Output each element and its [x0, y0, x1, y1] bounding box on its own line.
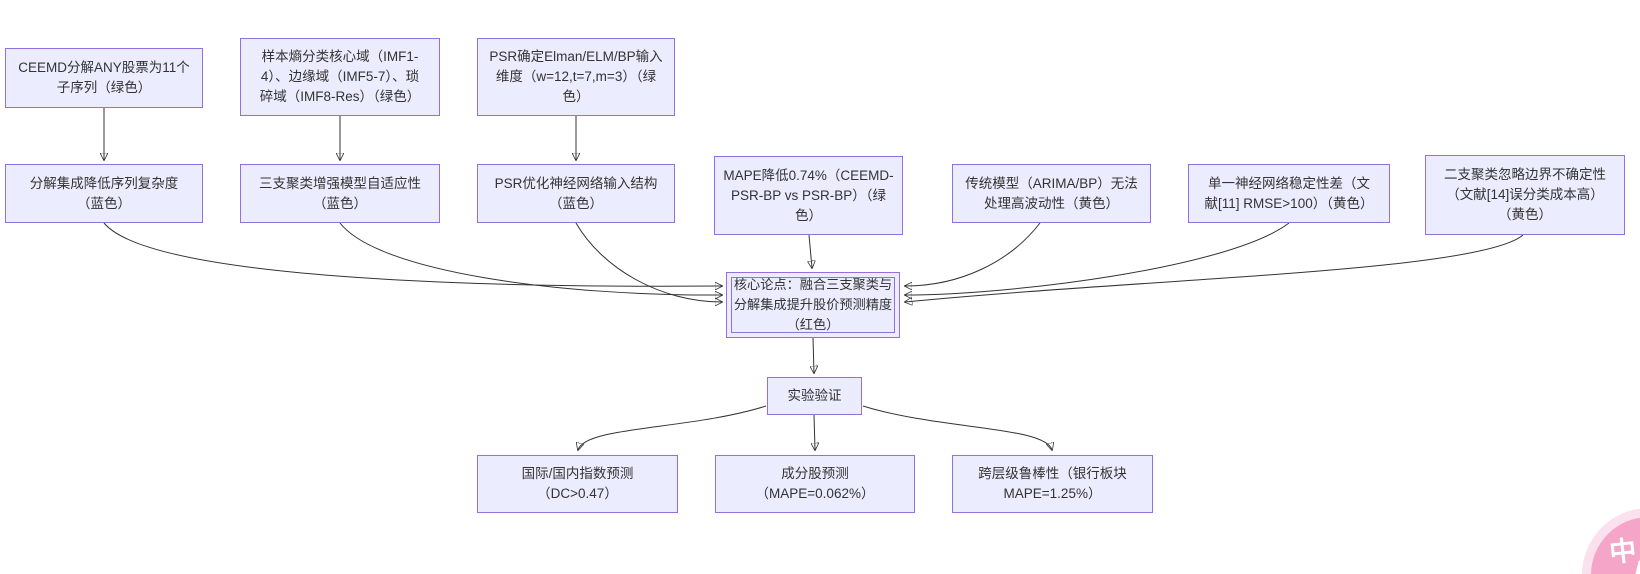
edge-experiment-to-robustness — [862, 405, 1052, 450]
edge-psropt-to-core — [575, 222, 722, 302]
edge-traditional-to-core — [905, 222, 1041, 286]
node-mape-reduction: MAPE降低0.74%（CEEMD- PSR-BP vs PSR-BP）（绿 色… — [714, 156, 903, 235]
node-label: 传统模型（ARIMA/BP）无法 处理高波动性（黄色） — [965, 175, 1138, 211]
node-single-nn-instability: 单一神经网络稳定性差（文 献[11] RMSE>100）（黄色） — [1188, 164, 1390, 223]
edge-experiment-to-constituent — [814, 414, 815, 450]
edge-threeway-to-core — [339, 222, 722, 295]
edge-core-to-experiment — [813, 337, 814, 373]
node-label: 核心论点：融合三支聚类与 分解集成提升股价预测精度 （红色） — [733, 277, 893, 332]
edge-decomp-to-core — [103, 222, 722, 286]
node-psr-dimension: PSR确定Elman/ELM/BP输入 维度（w=12,t=7,m=3）（绿 色… — [477, 38, 675, 116]
edge-twoway-to-core — [905, 234, 1524, 302]
node-index-prediction: 国际/国内指数预测 （DC>0.47） — [477, 455, 678, 513]
node-label: 国际/国内指数预测 （DC>0.47） — [521, 466, 634, 501]
node-psr-optimize: PSR优化神经网络输入结构 （蓝色） — [477, 164, 675, 223]
edge-singlenn-to-core — [905, 222, 1290, 295]
node-label: CEEMD分解ANY股票为11个 子序列（绿色） — [18, 60, 190, 95]
node-core-thesis: 核心论点：融合三支聚类与 分解集成提升股价预测精度 （红色） — [726, 272, 900, 338]
node-sample-entropy: 样本熵分类核心域（IMF1- 4）、边缘域（IMF5-7）、琐 碎域（IMF8-… — [240, 38, 440, 116]
node-cross-level-robustness: 跨层级鲁棒性（银行板块 MAPE=1.25%） — [952, 455, 1153, 513]
edge-experiment-to-index — [578, 405, 767, 450]
node-two-way-clustering: 二支聚类忽略边界不确定性 （文献[14]误分类成本高） （黄色） — [1425, 155, 1625, 235]
node-decomposition-ensemble: 分解集成降低序列复杂度 （蓝色） — [5, 164, 203, 223]
edge-mape-to-core — [809, 234, 812, 268]
node-label: 三支聚类增强模型自适应性 （蓝色） — [259, 175, 421, 211]
node-constituent-prediction: 成分股预测 （MAPE=0.062%） — [715, 455, 915, 513]
node-label: PSR确定Elman/ELM/BP输入 维度（w=12,t=7,m=3）（绿 色… — [489, 49, 663, 104]
node-core-thesis-inner: 核心论点：融合三支聚类与 分解集成提升股价预测精度 （红色） — [731, 277, 895, 333]
node-ceemd-decompose: CEEMD分解ANY股票为11个 子序列（绿色） — [5, 48, 203, 108]
translate-en-glyph: A — [1628, 552, 1640, 574]
node-label: 分解集成降低序列复杂度 （蓝色） — [29, 175, 179, 211]
node-label: 成分股预测 （MAPE=0.062%） — [755, 466, 875, 501]
node-three-way-clustering: 三支聚类增强模型自适应性 （蓝色） — [240, 164, 440, 223]
node-label: 跨层级鲁棒性（银行板块 MAPE=1.25%） — [978, 466, 1127, 501]
node-traditional-models: 传统模型（ARIMA/BP）无法 处理高波动性（黄色） — [952, 164, 1151, 223]
node-label: MAPE降低0.74%（CEEMD- PSR-BP vs PSR-BP）（绿 色… — [723, 167, 894, 223]
node-label: 单一神经网络稳定性差（文 献[11] RMSE>100）（黄色） — [1204, 175, 1374, 211]
node-label: 二支聚类忽略边界不确定性 （文献[14]误分类成本高） （黄色） — [1444, 167, 1606, 222]
node-label: 样本熵分类核心域（IMF1- 4）、边缘域（IMF5-7）、琐 碎域（IMF8-… — [259, 49, 421, 104]
node-experiment-validation: 实验验证 — [767, 377, 862, 415]
node-label: 实验验证 — [787, 388, 842, 403]
translate-floating-button[interactable]: 中 A — [1591, 517, 1640, 574]
node-label: PSR优化神经网络输入结构 （蓝色） — [494, 175, 658, 211]
